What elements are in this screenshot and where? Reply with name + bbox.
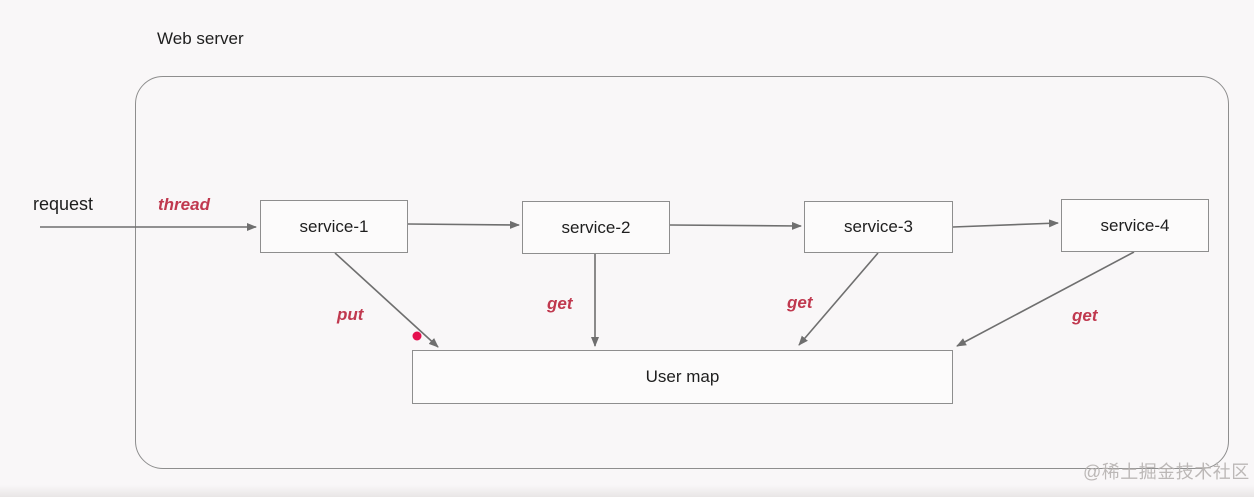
get-edge-label-service-4: get <box>1072 306 1098 325</box>
request-label: request <box>33 194 94 214</box>
arrow-service-3-to-service-4 <box>952 219 1059 228</box>
arrow-put-service-1-to-user-map <box>334 252 439 348</box>
web-server-title: Web server <box>157 29 244 48</box>
service-2-box: service-2 <box>522 201 670 254</box>
service-1-label: service-1 <box>299 216 369 236</box>
user-map-box: User map <box>412 350 953 404</box>
arrow-service-1-to-service-2 <box>407 220 520 229</box>
service-4-box: service-4 <box>1061 199 1209 252</box>
watermark-text: @稀土掘金技术社区 <box>1083 462 1250 482</box>
web-server-container <box>135 76 1229 469</box>
get-edge-label-service-2: get <box>547 294 573 313</box>
user-map-label: User map <box>645 367 720 386</box>
service-4-label: service-4 <box>1100 215 1170 235</box>
arrow-get-service-4-to-user-map <box>956 251 1135 347</box>
service-1-box: service-1 <box>260 200 408 253</box>
thread-edge-label: thread <box>158 195 210 214</box>
arrow-get-service-3-to-user-map <box>798 252 879 346</box>
service-3-label: service-3 <box>844 217 913 236</box>
get-edge-label-service-3: get <box>787 293 813 312</box>
red-dot-marker <box>412 331 422 341</box>
arrow-service-2-to-service-3 <box>669 221 802 230</box>
service-2-label: service-2 <box>561 217 631 237</box>
service-3-box: service-3 <box>804 201 953 253</box>
put-edge-label: put <box>337 305 364 324</box>
